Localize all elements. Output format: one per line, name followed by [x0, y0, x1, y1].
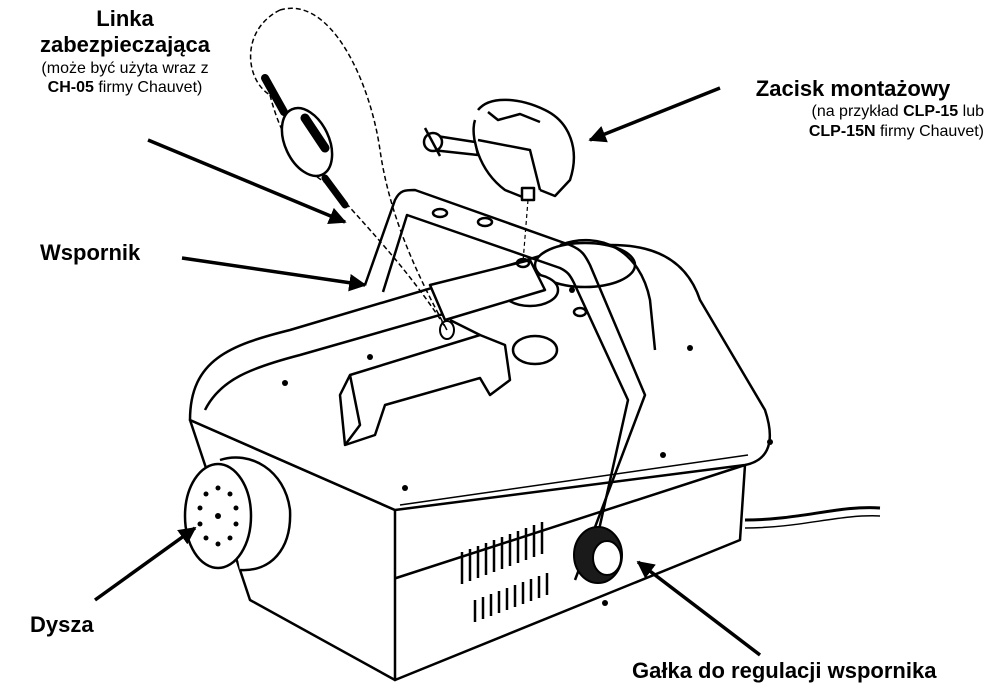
nozzle-label: Dysza: [30, 612, 94, 638]
mounting-clamp-desc-line2: CLP-15N firmy Chauvet): [722, 122, 984, 141]
nozzle: [185, 457, 290, 570]
power-cord: [745, 508, 880, 520]
mounting-clamp-desc-prefix: (na przykład: [811, 103, 903, 120]
safety-cable-desc-line2: CH-05 firmy Chauvet): [0, 78, 250, 97]
safety-cable-desc-rest: firmy Chauvet): [94, 79, 202, 96]
safety-cable-model: CH-05: [48, 79, 94, 96]
bracket-knob-label: Gałka do regulacji wspornika: [632, 658, 936, 684]
bracket-label: Wspornik: [40, 240, 140, 266]
mounting-clamp-desc-line1: (na przykład CLP-15 lub: [722, 102, 984, 121]
safety-cable-title-line1: Linka: [0, 6, 250, 32]
mounting-clamp-desc-suffix: firmy Chauvet): [876, 123, 984, 140]
mounting-clamp-model1: CLP-15: [903, 103, 958, 120]
safety-cable-title-line2: zabezpieczająca: [0, 32, 250, 58]
bracket-title: Wspornik: [40, 240, 140, 266]
nozzle-title: Dysza: [30, 612, 94, 638]
mounting-clamp-title: Zacisk montażowy: [722, 76, 984, 102]
safety-cable-desc-line1: (może być użyta wraz z: [0, 59, 250, 78]
mounting-clamp-model2: CLP-15N: [809, 123, 876, 140]
safety-cable-label: Linka zabezpieczająca (może być użyta wr…: [0, 6, 250, 97]
mounting-clamp: [424, 100, 574, 200]
bracket-knob: [574, 527, 622, 583]
bracket-knob-title: Gałka do regulacji wspornika: [632, 658, 936, 684]
mounting-clamp-desc-mid: lub: [958, 103, 984, 120]
mounting-clamp-label: Zacisk montażowy (na przykład CLP-15 lub…: [722, 76, 984, 141]
